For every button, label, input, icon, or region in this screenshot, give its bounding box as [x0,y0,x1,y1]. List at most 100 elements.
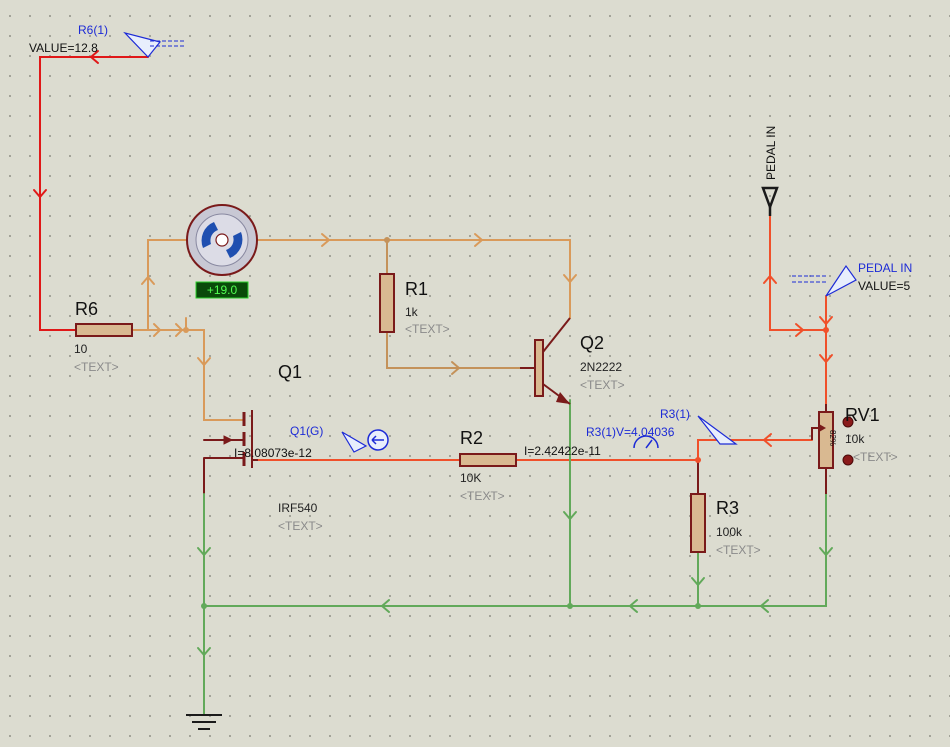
motor[interactable]: +19.0 [186,204,258,299]
ground-symbol[interactable] [186,714,222,730]
r2-body [459,453,517,467]
rv1-wiper-arrow-icon [811,427,819,440]
junction-dot [183,327,189,333]
arrow-pedal-up [763,275,777,284]
resistor-r1[interactable]: R1 1k <TEXT> [379,273,450,336]
r1-ref: R1 [405,279,428,299]
arrow-rv1-down-1 [819,316,833,325]
motor-shaft-icon [215,233,229,247]
probe-q1-name: Q1(G) [290,424,323,438]
probe-pedal-name: PEDAL IN [858,261,912,275]
q1-current: I=8.08073e-12 [234,446,312,460]
motor-rotor-icon [226,232,243,258]
r6-ref: R6 [75,299,98,319]
r2-text: <TEXT> [460,489,505,503]
r3-text: <TEXT> [716,543,761,557]
arrow-gnd-down-2 [197,647,211,656]
junction-dot [567,603,573,609]
pedal-label: PEDAL IN [764,126,778,180]
resistor-r2[interactable]: R2 10K <TEXT> I=2.42422e-11 [459,428,601,503]
probe-arrow-icon [341,431,368,453]
wire-node-to-q1-drain[interactable] [185,317,245,421]
probe-arrow-icon [123,31,162,58]
q2-base-bar [534,339,544,397]
r3-body [690,493,706,553]
arrow-q2-gnd-down [563,511,577,520]
rv1-decrease-button[interactable] [842,454,854,466]
q2-collector [542,317,571,353]
wire-node-to-motor[interactable] [147,239,187,331]
probe-arrow-icon [825,264,857,297]
junction-dot [384,237,390,243]
arrow-r6-right [153,323,161,337]
r3-ref: R3 [716,498,739,518]
wire-pedal-to-rv1[interactable] [769,214,827,413]
arrow-bus-left-3 [760,599,769,613]
probe-dash-icon [792,275,826,283]
wire-node-to-rv1[interactable] [697,439,813,461]
arrow-bus-left-2 [629,599,638,613]
r6-value: 10 [74,342,88,356]
rv1-increase-button[interactable] [842,416,854,428]
q1-text: <TEXT> [278,519,323,533]
arrow-node-up [141,276,155,285]
probe-gauge-icon [633,435,659,449]
input-terminal-icon [761,186,779,211]
terminal-pedal-in[interactable]: PEDAL IN [761,126,779,216]
probe-r6-value: VALUE=12.8 [29,41,98,55]
arrow-rv1-down-2 [819,354,833,363]
probe-pedal-in[interactable]: PEDAL IN VALUE=5 [792,261,912,297]
r3-value: 100k [716,525,743,539]
rv1-wiper-tip-icon [819,424,826,432]
arrow-pedal-right [795,323,804,337]
q2-model: 2N2222 [580,360,622,374]
mosfet-q1[interactable]: Q1 I=8.08073e-12 IRF540 <TEXT> [223,362,323,533]
q1-model: IRF540 [278,501,318,515]
transistor-q2[interactable]: Q2 2N2222 <TEXT> [520,317,625,405]
probe-arrow-icon [697,415,738,445]
arrow-r6-down [33,189,47,198]
wire-motor-to-q2[interactable] [257,239,571,319]
current-arrows [33,50,833,656]
probe-r3[interactable]: R3(1) R3(1)V=4.04036 [586,407,738,449]
rv1-ref: RV1 [845,405,880,425]
probe-r3-name: R3(1) [660,407,690,421]
resistor-r6[interactable]: R6 10 <TEXT> [74,299,133,374]
arrow-rv1-left [763,433,772,447]
resistor-r3[interactable]: R3 100k <TEXT> [690,493,761,557]
arrow-bus-left-1 [381,599,390,613]
rv1-value: 10k [845,432,865,446]
q1-body-arrow-icon [223,435,234,445]
motor-rotor-icon [201,222,218,248]
r6-body [75,323,133,337]
probe-r6-name: R6(1) [78,23,108,37]
junction-dot [201,603,207,609]
arrow-node-right [175,323,183,337]
probe-r6[interactable]: R6(1) VALUE=12.8 [29,23,184,58]
r2-current: I=2.42422e-11 [524,444,601,458]
probe-r3-voltage: R3(1)V=4.04036 [586,425,675,439]
junction-dot [823,327,829,333]
r2-value: 10K [460,471,481,485]
junction-dot [695,603,701,609]
probe-gauge-needle-icon [371,435,384,445]
rv1-wiper: 82% [828,430,837,446]
probe-q1-gate[interactable]: Q1(G) [290,424,389,453]
potentiometer-rv1[interactable]: 82% RV1 10k <TEXT> [811,404,898,494]
junction-dot [695,457,701,463]
r1-body [379,273,395,333]
wire-r1-to-q2-base[interactable] [386,331,536,369]
r1-value: 1k [405,305,419,319]
motor-reading: +19.0 [207,283,238,297]
arrow-gnd-down-1 [197,547,211,556]
q1-ref: Q1 [278,362,302,382]
arrow-q1-down [197,357,211,366]
q2-ref: Q2 [580,333,604,353]
wire-r6-probe[interactable] [39,56,149,331]
q2-emitter-arrow-icon [556,392,570,404]
motor-reading-box [195,281,249,299]
r1-text: <TEXT> [405,322,450,336]
arrow-rv1-gnd-down [819,547,833,556]
wires [39,56,827,716]
